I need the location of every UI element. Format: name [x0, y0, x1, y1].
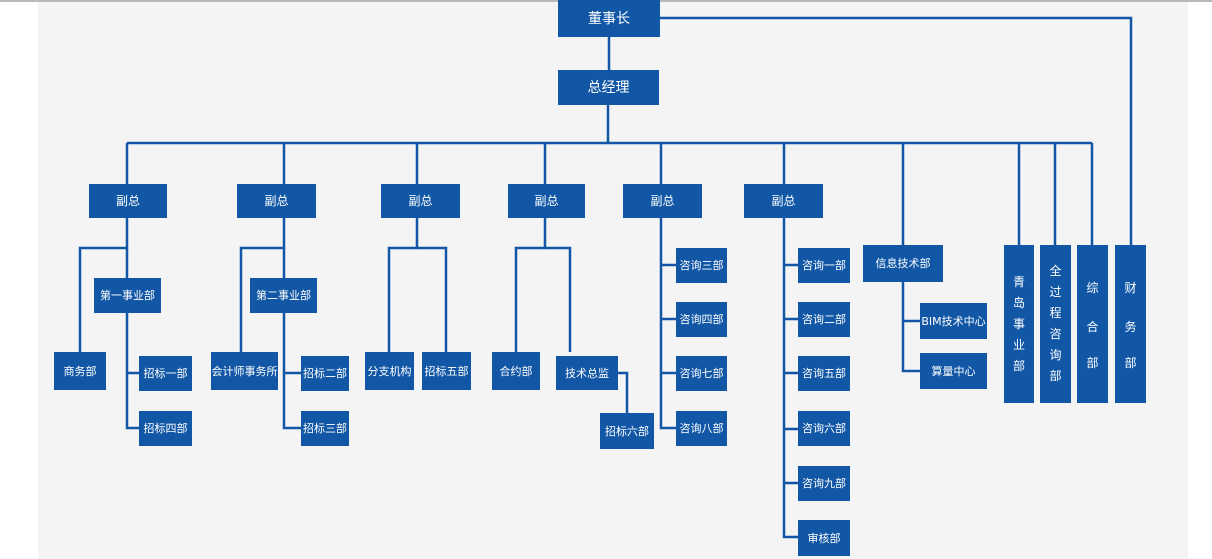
finance-dept-box: 财 务 部 — [1115, 245, 1146, 403]
it-dept-box: 信息技术部 — [863, 245, 943, 282]
vp4-tech — [545, 246, 572, 352]
quantity-center-box: 算量中心 — [920, 353, 987, 389]
bidding-5-box: 招标五部 — [422, 352, 471, 390]
tech-director-box: 技术总监 — [556, 356, 618, 390]
bidding-3-box: 招标三部 — [301, 411, 349, 446]
vice-president-4-box: 副总 — [508, 184, 585, 218]
consult-7-box: 咨询七部 — [676, 356, 727, 391]
consult-9-box: 咨询九部 — [798, 466, 850, 501]
bidding-2-box: 招标二部 — [301, 356, 349, 391]
vice-president-6-box: 副总 — [744, 184, 823, 218]
vp5-spine — [659, 218, 676, 430]
consult-3-box: 咨询三部 — [676, 248, 727, 283]
general-manager-box: 总经理 — [558, 70, 659, 105]
chairman-box: 董事长 — [558, 0, 660, 37]
contract-dept-box: 合约部 — [492, 352, 540, 390]
vp2-split — [239, 218, 286, 352]
line-chairman-finance — [660, 16, 1133, 245]
accounting-firm-box: 会计师事务所 — [211, 352, 278, 390]
business-dept-box: 商务部 — [54, 352, 106, 390]
consult-8-box: 咨询八部 — [676, 411, 727, 446]
bidding-1-box: 招标一部 — [139, 356, 192, 391]
it-spine — [901, 282, 920, 373]
vice-president-2-box: 副总 — [237, 184, 316, 218]
whole-process-consulting-box: 全 过 程 咨 询 部 — [1040, 245, 1071, 403]
consult-1-box: 咨询一部 — [798, 248, 850, 283]
consult-5-box: 咨询五部 — [798, 356, 850, 391]
consult-4-box: 咨询四部 — [676, 302, 727, 337]
vp3-bid5 — [417, 246, 448, 352]
qingdao-division-box: 青 岛 事 业 部 — [1004, 245, 1034, 403]
vice-president-1-box: 副总 — [89, 184, 167, 218]
div1-branch — [125, 313, 139, 430]
vice-president-3-box: 副总 — [381, 184, 460, 218]
vp1-split — [78, 218, 129, 352]
div2-branch — [282, 313, 301, 430]
division-1-box: 第一事业部 — [94, 278, 161, 313]
tech-bid6 — [618, 371, 629, 413]
branch-office-box: 分支机构 — [365, 352, 414, 390]
vp4-split — [514, 218, 547, 352]
bidding-4-box: 招标四部 — [139, 411, 192, 446]
general-affairs-box: 综 合 部 — [1077, 245, 1108, 403]
consult-2-box: 咨询二部 — [798, 302, 850, 337]
vp6-spine — [782, 218, 798, 539]
vice-president-5-box: 副总 — [623, 184, 702, 218]
division-2-box: 第二事业部 — [250, 278, 317, 313]
bidding-6-box: 招标六部 — [600, 413, 654, 449]
vp3-split — [387, 218, 419, 352]
consult-6-box: 咨询六部 — [798, 411, 850, 446]
bim-center-box: BIM技术中心 — [920, 303, 987, 339]
audit-dept-box: 审核部 — [798, 520, 850, 556]
